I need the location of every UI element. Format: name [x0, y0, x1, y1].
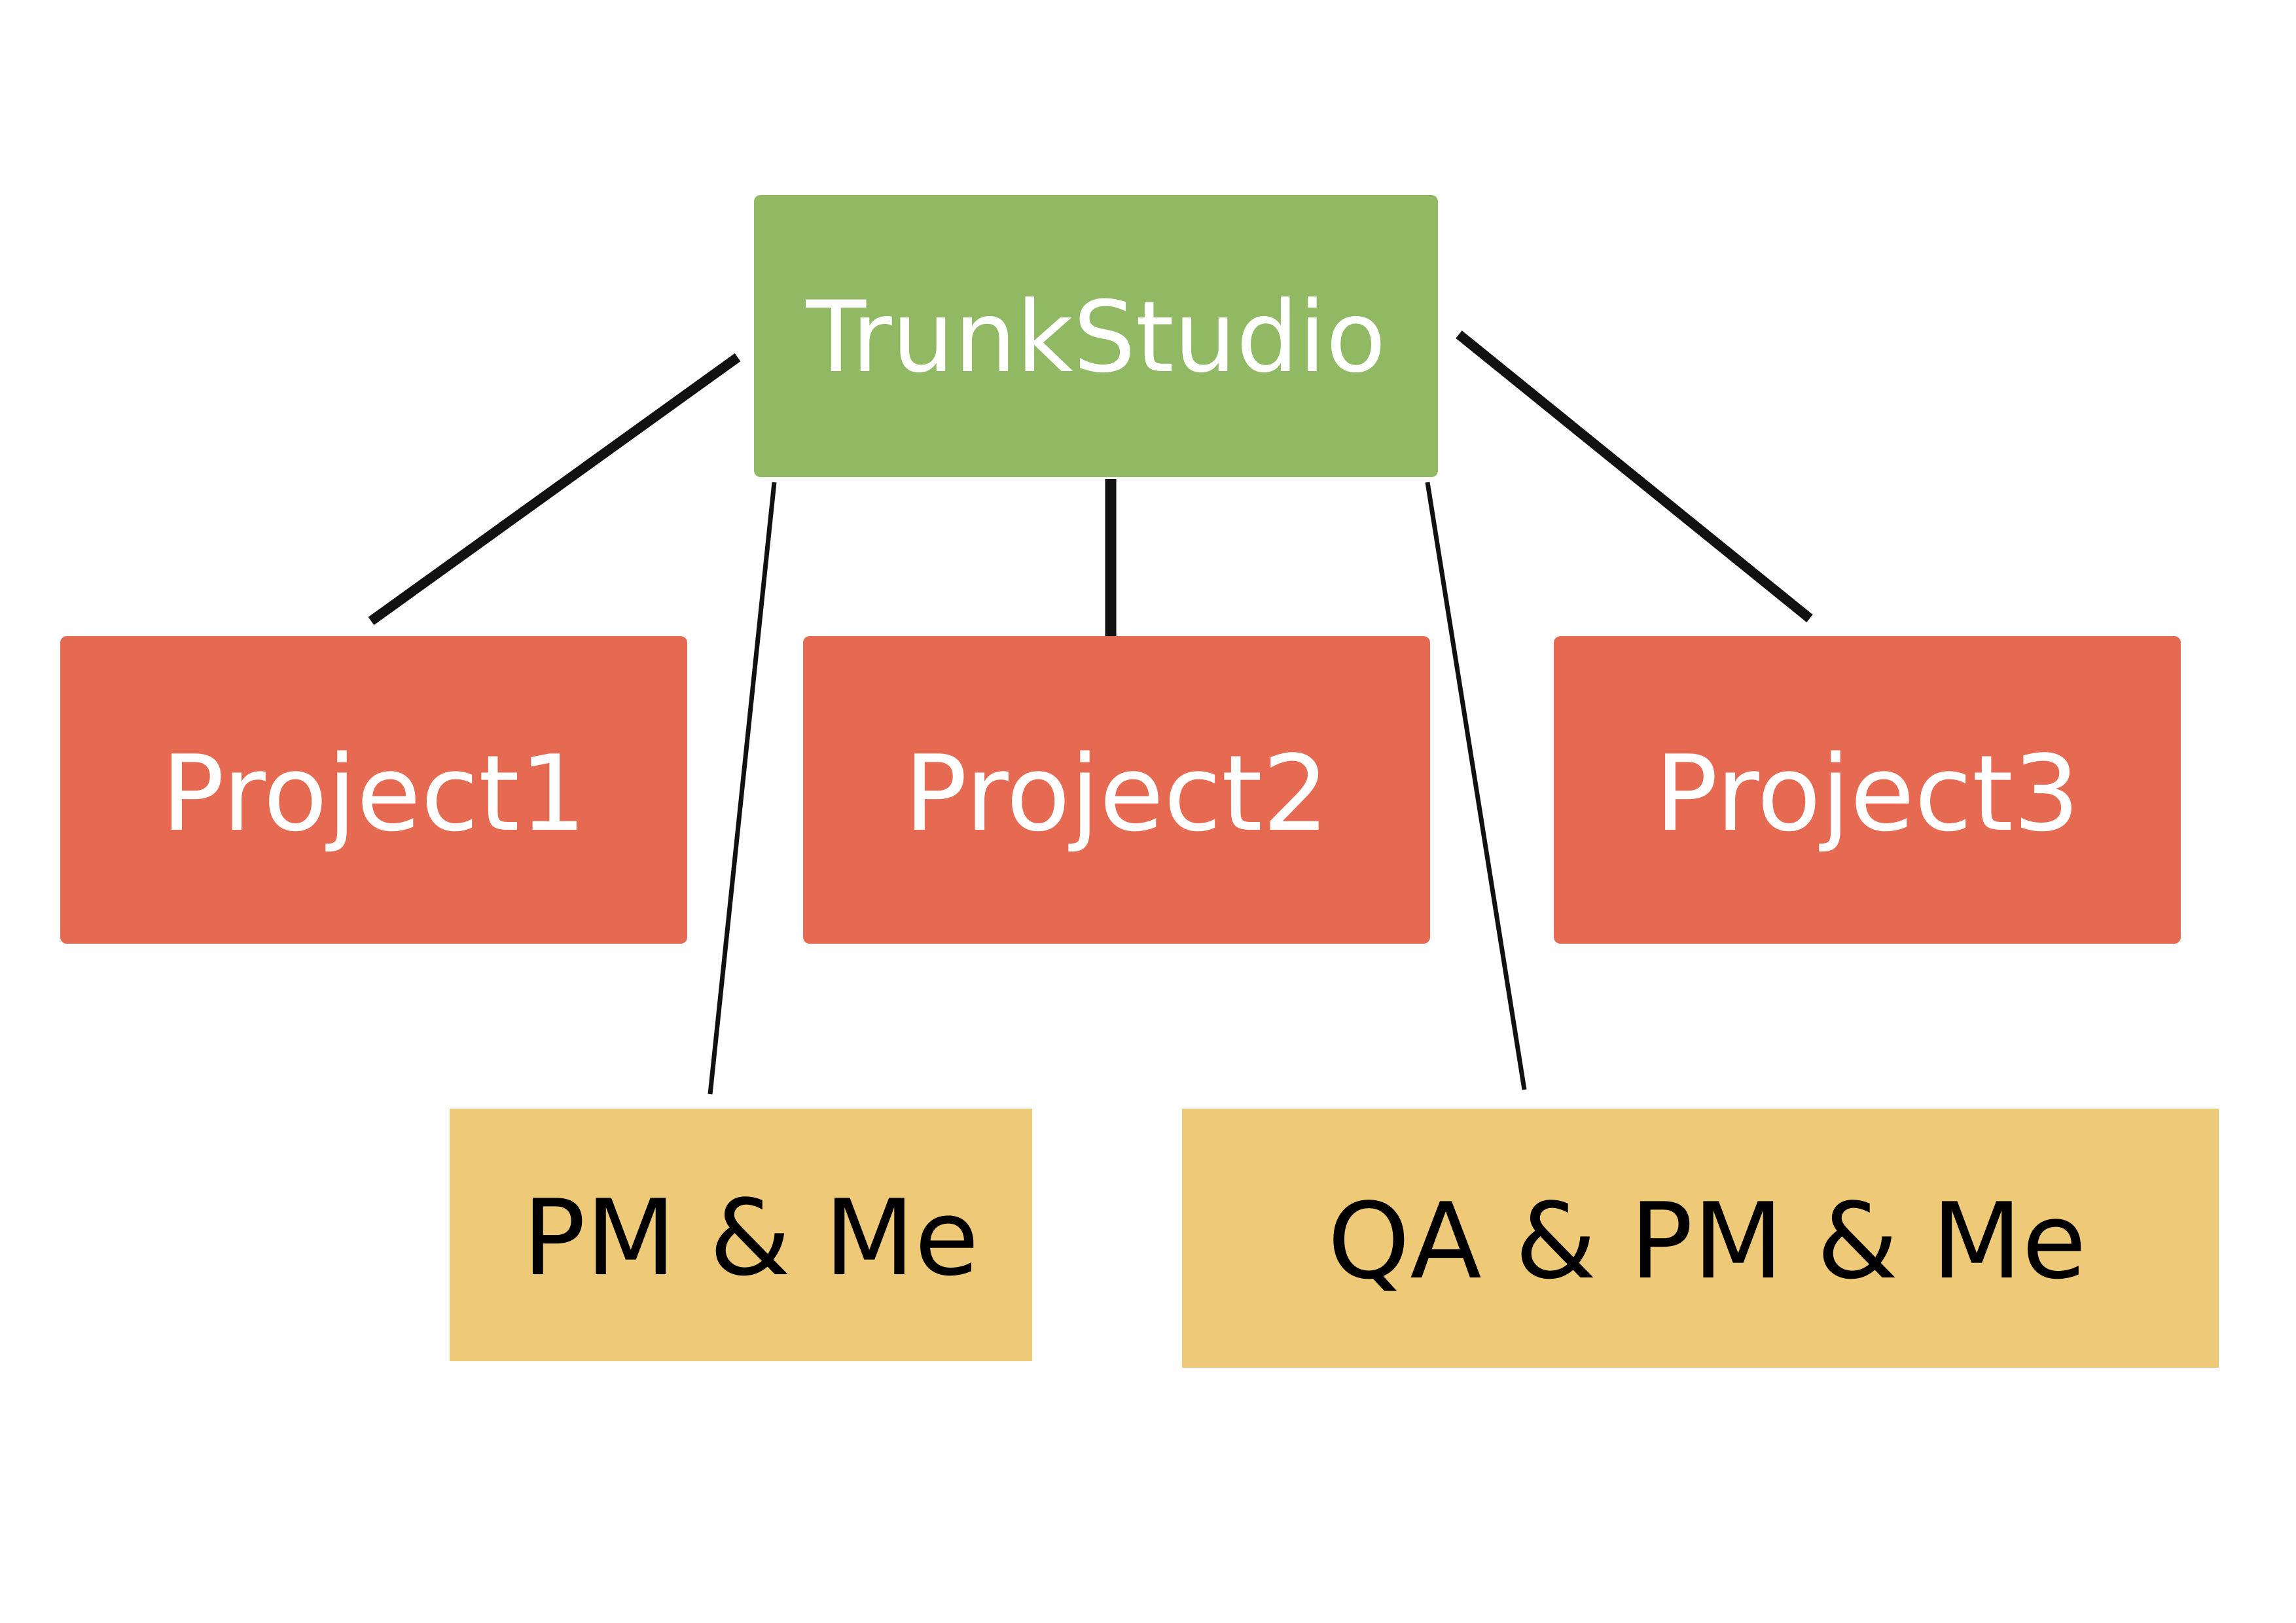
node-project1: Project1: [60, 636, 687, 944]
edge-root-project1: [368, 353, 741, 626]
node-label: QA & PM & Me: [1327, 1179, 2087, 1302]
node-label: TrunkStudio: [806, 280, 1386, 395]
node-label: Project2: [904, 732, 1329, 855]
node-project2: Project2: [803, 636, 1430, 944]
node-project3: Project3: [1554, 636, 2181, 944]
edge-root-team-qa-pm-me: [1425, 482, 1527, 1090]
node-label: PM & Me: [522, 1176, 979, 1299]
node-label: Project1: [161, 732, 586, 855]
node-qa-and-pm-and-me: QA & PM & Me: [1182, 1109, 2219, 1368]
edge-root-team-pm-me: [708, 482, 777, 1095]
node-pm-and-me: PM & Me: [450, 1109, 1032, 1361]
node-trunkstudio: TrunkStudio: [754, 195, 1438, 477]
node-label: Project3: [1655, 732, 2080, 855]
edge-root-project3: [1456, 330, 1813, 622]
